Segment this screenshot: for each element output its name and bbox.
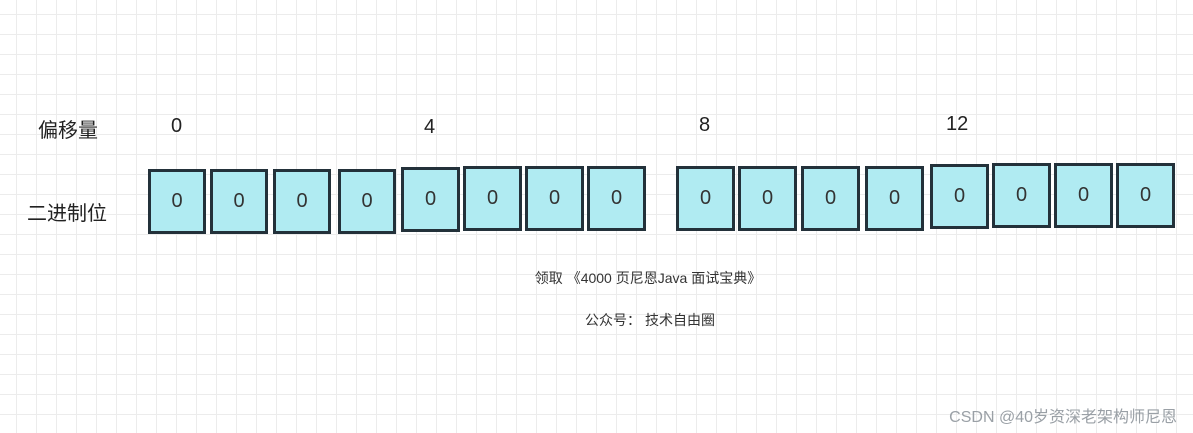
- bit-cell: 0: [587, 166, 646, 231]
- bit-cell: 0: [992, 163, 1051, 228]
- offset-marker-8: 8: [699, 114, 711, 136]
- caption-account: 公众号： 技术自由圈: [585, 312, 715, 328]
- offset-marker-4: 4: [424, 116, 436, 138]
- caption-promo: 领取 《4000 页尼恩Java 面试宝典》: [534, 270, 762, 286]
- binary-bits-label: 二进制位: [27, 203, 107, 225]
- bit-cell: 0: [525, 166, 584, 231]
- watermark: CSDN @40岁资深老架构师尼恩: [949, 409, 1177, 426]
- bit-cell: 0: [401, 167, 460, 232]
- bit-cell: 0: [738, 166, 797, 231]
- bit-cell: 0: [273, 169, 331, 234]
- bit-cell: 0: [148, 169, 206, 234]
- bit-cell: 0: [1054, 163, 1113, 228]
- offset-label: 偏移量: [38, 120, 98, 142]
- bit-cell: 0: [801, 166, 860, 231]
- bit-cell: 0: [210, 169, 268, 234]
- bit-cell: 0: [1116, 163, 1175, 228]
- offset-marker-12: 12: [946, 113, 969, 135]
- bit-cell: 0: [463, 166, 522, 231]
- bit-cell: 0: [338, 169, 396, 234]
- bit-cell: 0: [930, 164, 989, 229]
- bit-cell: 0: [676, 166, 735, 231]
- offset-marker-0: 0: [171, 115, 183, 137]
- bit-cell: 0: [865, 166, 924, 231]
